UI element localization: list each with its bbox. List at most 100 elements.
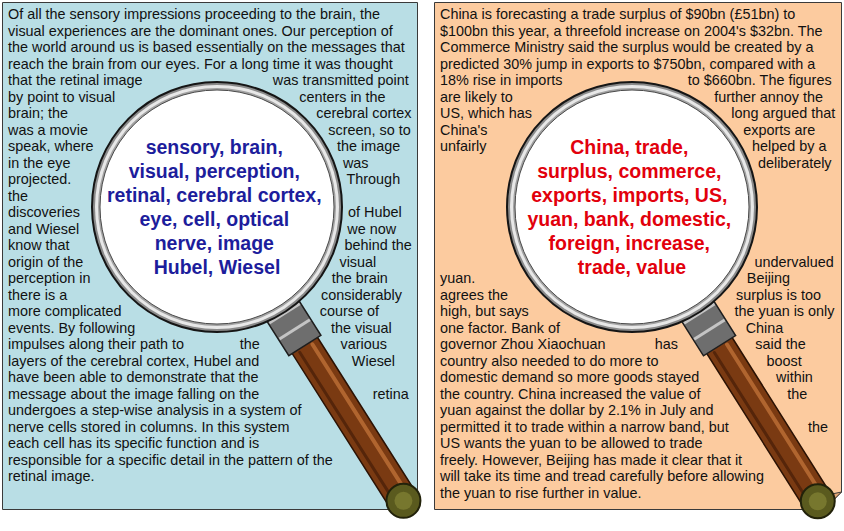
text-line: boost (766, 353, 805, 370)
handle-cap (801, 484, 835, 518)
text-line: course of (320, 303, 383, 320)
text-line: know that (8, 237, 74, 254)
text-line: by point to visual (8, 89, 119, 106)
text-line: sensory, brain, (91, 135, 343, 159)
text-line: the visual (331, 320, 396, 337)
text-line: long argued that (731, 105, 839, 122)
text-line: Beijing (747, 270, 794, 287)
text-line: Hubel, Wiesel (91, 255, 343, 279)
text-line: unfairly (440, 138, 490, 155)
text-line: there is a (8, 287, 71, 304)
text-line: visual (339, 254, 380, 271)
text-line: the (787, 386, 811, 403)
text-line: projected. (8, 171, 75, 188)
text-line: visual experiences are the dominant ones… (8, 23, 397, 40)
lens-ring (510, 85, 754, 329)
handle-grip (291, 336, 412, 502)
lens-ring (513, 88, 751, 326)
text-line: domestic demand so more goods stayed (440, 369, 703, 386)
text-line: yuan. (440, 270, 479, 287)
text-line: China's (440, 122, 492, 139)
text-line: surplus is too (736, 287, 825, 304)
text-line: the brain (332, 270, 392, 287)
text-line: deliberately (758, 155, 836, 172)
lens-ring (95, 85, 339, 329)
text-line: high, but says (440, 303, 533, 320)
text-line: message about the image falling on the (8, 386, 263, 403)
text-line: 18% rise in imports (440, 72, 566, 89)
text-line: undergoes a step-wise analysis in a syst… (8, 402, 306, 419)
text-line: visual, perception, (91, 159, 343, 183)
text-line: the yuan is only (734, 303, 838, 320)
lens-ring (507, 82, 757, 332)
text-line: China (746, 320, 788, 337)
text-line: responsible for a specific detail in the… (8, 452, 337, 469)
text-line: agrees the (440, 287, 512, 304)
text-line: of Hubel (348, 204, 406, 221)
text-line: surplus, commerce, (506, 159, 758, 183)
text-line: considerably (321, 287, 406, 304)
text-line: perception in (8, 270, 94, 287)
text-line: to $660bn. The figures (688, 72, 836, 89)
text-line: brain; the (8, 105, 72, 122)
keyword-list: sensory, brain, visual, perception, reti… (91, 135, 343, 279)
text-line: the (808, 419, 832, 436)
text-line: each cell has its specific function and … (8, 435, 263, 452)
text-line: was a movie (8, 122, 92, 139)
text-line: China is forecasting a trade surplus of … (440, 6, 799, 23)
text-line: have been able to demonstrate that the (8, 369, 262, 386)
text-line: more complicated (8, 303, 126, 320)
text-line: the (8, 188, 32, 205)
text-line: discoveries (8, 204, 84, 221)
lens-ring (92, 82, 342, 332)
text-line: was (343, 155, 373, 172)
text-line: China, trade, (506, 135, 758, 159)
text-line: helped by a (752, 138, 830, 155)
text-line: governor Zhou Xiaochuan (440, 336, 610, 353)
page-shape (3, 3, 418, 510)
text-line: retinal, cerebral cortex, (91, 183, 343, 207)
text-line: behind the (345, 237, 416, 254)
text-line: undervalued (754, 254, 837, 271)
text-line: one factor. Bank of (440, 320, 564, 337)
text-line: speak, where (8, 138, 98, 155)
page-shape (435, 3, 842, 510)
text-line: will take its time and tread carefully b… (440, 468, 768, 485)
text-line: we now (347, 221, 400, 238)
text-line: reach the brain from our eyes. For a lon… (8, 56, 397, 73)
text-line: predicted 30% jump in exports to $750bn,… (440, 56, 819, 73)
text-line: exports, imports, US, (506, 183, 758, 207)
text-line: within (776, 369, 817, 386)
text-line: layers of the cerebral cortex, Hubel and (8, 353, 263, 370)
document-page: Of all the sensory impressions proceedin… (2, 2, 418, 510)
text-line: Of all the sensory impressions proceedin… (8, 6, 384, 23)
text-line: impulses along their path to (8, 336, 188, 353)
lens-glass (506, 81, 758, 333)
text-line: Commerce Ministry said the surplus would… (440, 39, 818, 56)
text-line: nerve, image (91, 231, 343, 255)
text-line: screen, so to (328, 122, 414, 139)
text-line: $100bn this year, a threefold increase o… (440, 23, 827, 40)
lens-ring (515, 90, 749, 324)
keyword-list: China, trade, surplus, commerce, exports… (506, 135, 758, 279)
text-line: trade, value (506, 255, 758, 279)
handle-cap-center (809, 492, 827, 510)
text-line: further annoy the (714, 89, 827, 106)
text-line: country also needed to do more to (440, 353, 662, 370)
handle-cap-center (394, 492, 412, 510)
text-line: Wiesel (352, 353, 399, 370)
text-line: cerebral cortex (316, 105, 415, 122)
text-line: nerve cells stored in columns. In this s… (8, 419, 294, 436)
text-line: permitted it to trade within a narrow ba… (440, 419, 733, 436)
text-line: that the retinal image (8, 72, 146, 89)
text-line: centers in the (299, 89, 389, 106)
lens-ring (98, 88, 336, 326)
text-line: the world around us is based essentially… (8, 39, 409, 56)
text-line: origin of the (8, 254, 87, 271)
text-line: exports are (743, 122, 819, 139)
text-line: was transmitted point (273, 72, 413, 89)
text-line: are likely to (440, 89, 517, 106)
text-line: US, which has (440, 105, 536, 122)
text-line: in the eye (8, 155, 74, 172)
